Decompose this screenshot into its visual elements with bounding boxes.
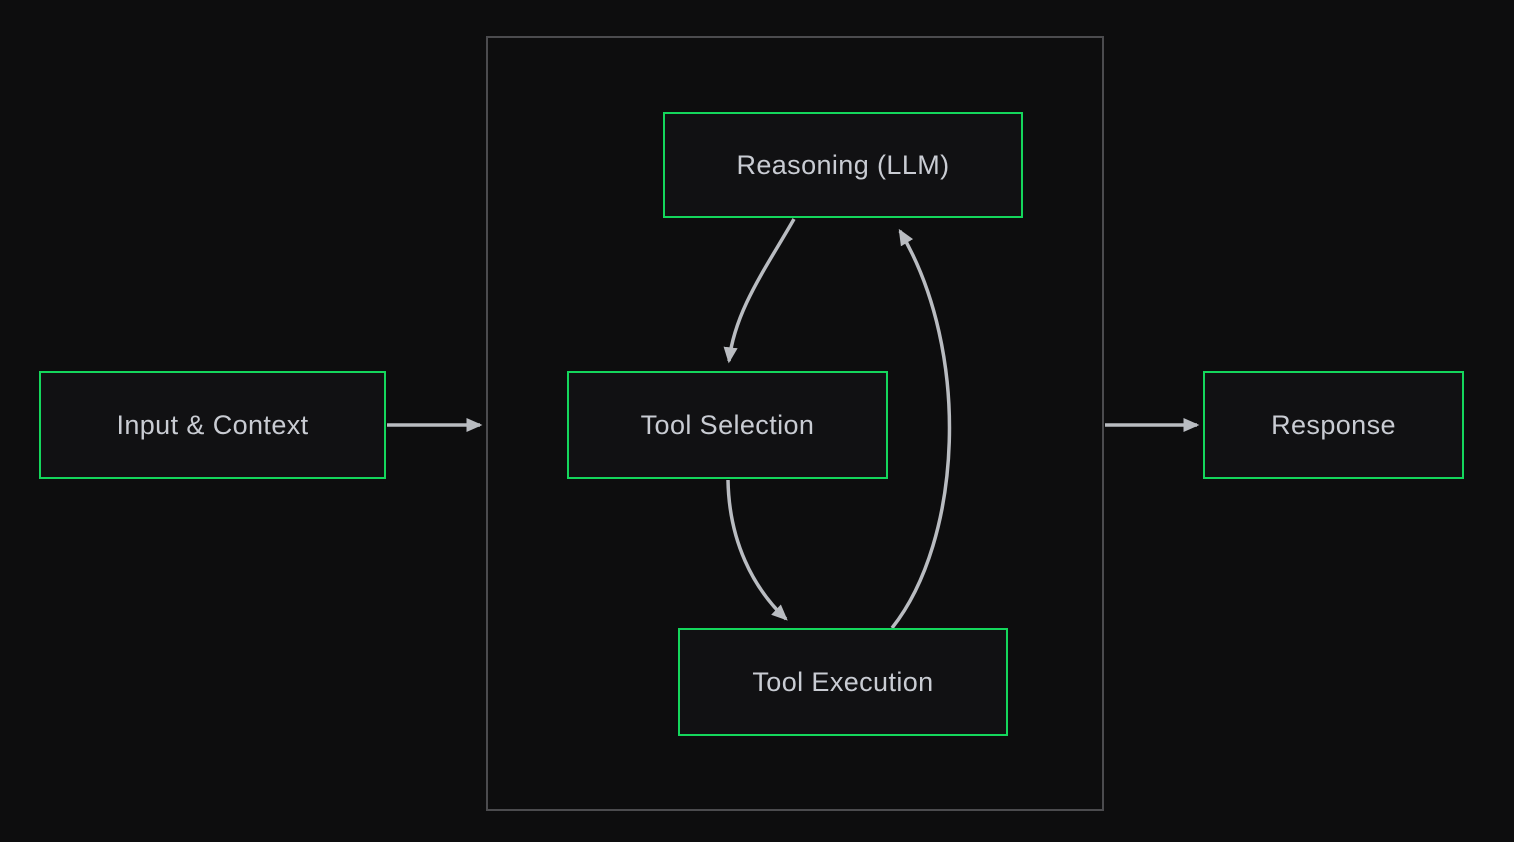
node-tool-execution-label: Tool Execution [752, 666, 934, 697]
node-reasoning-llm-label: Reasoning (LLM) [736, 149, 950, 180]
agent-loop-container [486, 36, 1104, 811]
node-input-context-label: Input & Context [116, 409, 309, 440]
edge-tool-execution-to-reasoning-arrow [890, 228, 952, 630]
node-tool-selection: Tool Selection [567, 371, 888, 479]
node-tool-execution: Tool Execution [678, 628, 1008, 736]
edge-tool-selection-to-tool-execution-arrow [726, 479, 788, 621]
node-reasoning-llm: Reasoning (LLM) [663, 112, 1023, 218]
node-response: Response [1203, 371, 1464, 479]
node-response-label: Response [1271, 409, 1396, 440]
node-input-context: Input & Context [39, 371, 386, 479]
node-tool-selection-label: Tool Selection [640, 409, 815, 440]
edge-reasoning-to-tool-selection-arrow [723, 218, 796, 364]
